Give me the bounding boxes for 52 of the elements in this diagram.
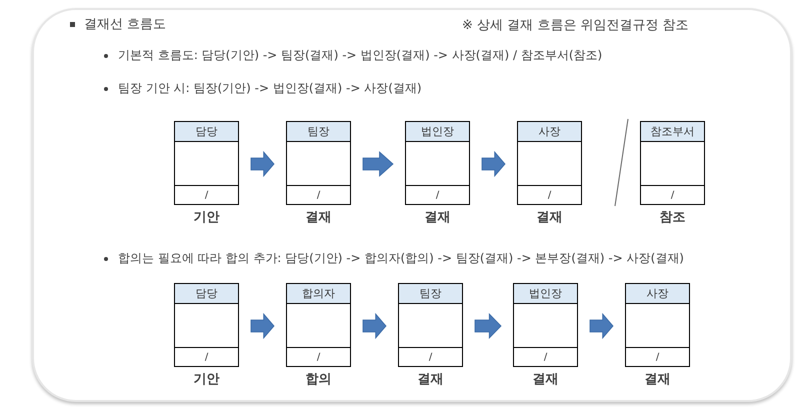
block-arrow	[482, 150, 506, 178]
role-header: 담당	[175, 284, 238, 304]
approval-box	[517, 121, 582, 205]
date-field: /	[641, 185, 704, 204]
block-arrow	[250, 312, 275, 340]
stage-caption: 기안	[192, 371, 220, 388]
date-field: /	[287, 347, 350, 366]
stage-caption: 기안	[192, 209, 220, 226]
date-field: /	[175, 185, 238, 204]
date-field: /	[175, 347, 238, 366]
role-header: 참조부서	[641, 122, 704, 142]
stage-caption: 결재	[532, 371, 560, 388]
approval-box	[398, 283, 463, 367]
stage-caption: 결재	[416, 371, 444, 388]
approval-box	[513, 283, 578, 367]
date-field: /	[514, 347, 577, 366]
block-arrow	[250, 150, 275, 178]
role-header: 담당	[175, 122, 238, 142]
date-field: /	[287, 185, 350, 204]
date-field: /	[406, 185, 469, 204]
role-header: 법인장	[406, 122, 469, 142]
approval-box	[405, 121, 470, 205]
note-text: ※ 상세 결재 흐름은 위임전결규정 참조	[462, 17, 689, 34]
role-header: 팀장	[287, 122, 350, 142]
role-header: 사장	[626, 284, 689, 304]
bullet-text: 기본적 흐름도: 담당(기안) -> 팀장(결재) -> 법인장(결재) -> 사장(결재) / 참조부서(참조)	[118, 47, 602, 64]
stage-caption: 결재	[536, 209, 564, 226]
date-field: /	[626, 347, 689, 366]
stage-caption: 합의	[304, 371, 332, 388]
block-arrow	[474, 313, 502, 339]
approval-box	[286, 121, 351, 205]
block-arrow	[362, 151, 394, 177]
stage-caption: 결재	[424, 209, 452, 226]
role-header: 합의자	[287, 284, 350, 304]
approval-box	[174, 121, 239, 205]
stage-caption: 참조	[658, 209, 686, 226]
role-header: 사장	[518, 122, 581, 142]
approval-box	[640, 121, 705, 205]
stage-caption: 결재	[644, 371, 672, 388]
role-header: 법인장	[514, 284, 577, 304]
date-field: /	[399, 347, 462, 366]
stage-caption: 결재	[304, 209, 332, 226]
section-title: 결재선 흐름도	[84, 16, 166, 33]
block-arrow	[590, 312, 614, 340]
bullet-text: 합의는 필요에 따라 합의 추가: 담당(기안) -> 합의자(합의) -> 팀장(결재) -> 본부장(결재) -> 사장(결재)	[118, 250, 684, 267]
approval-box	[625, 283, 690, 367]
role-header: 팀장	[399, 284, 462, 304]
block-arrow	[362, 312, 387, 340]
date-field: /	[518, 185, 581, 204]
bullet-text: 팀장 기안 시: 팀장(기안) -> 법인장(결재) -> 사장(결재)	[118, 80, 422, 97]
approval-box	[286, 283, 351, 367]
approval-box	[174, 283, 239, 367]
